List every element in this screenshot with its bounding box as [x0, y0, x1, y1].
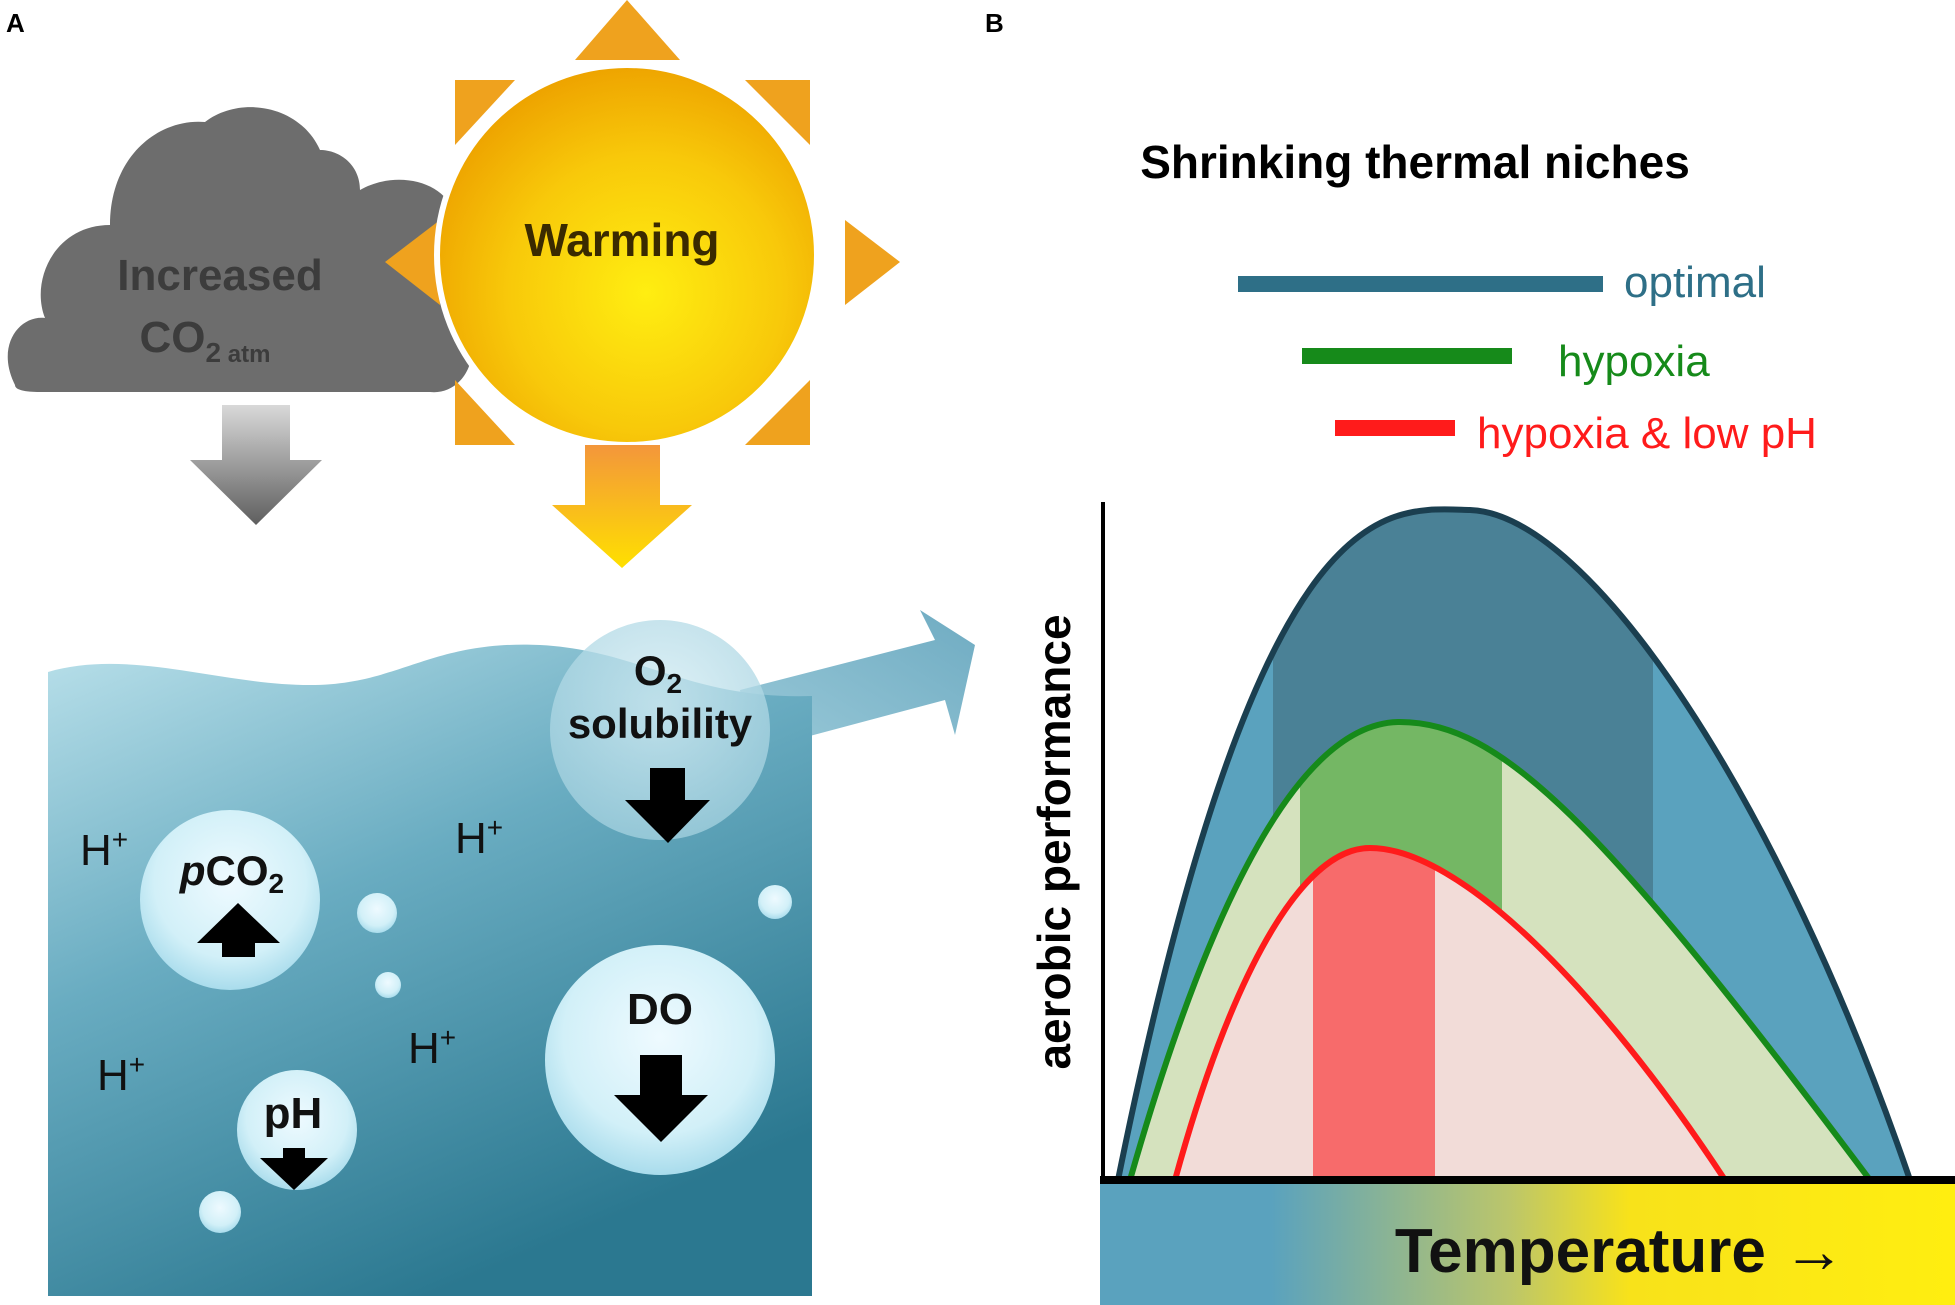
cloud-label-line1: Increased	[117, 251, 322, 300]
pco2-sub: 2	[269, 868, 285, 899]
o2-solubility-bubble	[550, 620, 770, 840]
panel-a-label: A	[6, 8, 25, 38]
small-bubble	[357, 893, 397, 933]
panel-b-label: B	[985, 8, 1004, 38]
o2-label: O2	[634, 647, 682, 699]
temperature-bar	[1100, 1184, 1955, 1305]
legend-label-hypoxia: hypoxia	[1558, 337, 1710, 386]
legend-label-low-ph: hypoxia & low pH	[1477, 409, 1817, 458]
orange-arrow-down-icon	[552, 445, 692, 568]
ph-down-arrow-icon	[260, 1148, 328, 1190]
o2-o: O	[634, 647, 667, 694]
legend-label-optimal: optimal	[1624, 258, 1766, 307]
small-bubble	[375, 972, 401, 998]
pco2-p: p	[179, 847, 206, 894]
cloud-co2: CO	[140, 313, 206, 362]
cloud-subatm: atm	[221, 341, 270, 368]
ph-label: pH	[264, 1089, 323, 1138]
do-down-arrow-icon	[614, 1055, 708, 1142]
hplus-label: H+	[455, 812, 503, 863]
pco2-label: pCO2	[179, 847, 284, 899]
low-ph-curve	[1172, 844, 1728, 1182]
small-bubble	[199, 1191, 241, 1233]
gray-arrow-down-icon	[190, 405, 322, 525]
cloud-label-line2: CO2 atm	[140, 313, 271, 368]
x-axis-label: Temperature →	[1395, 1217, 1845, 1286]
o2-down-arrow-icon	[625, 768, 710, 843]
hplus-label: H+	[97, 1049, 145, 1100]
pco2-co: CO	[206, 847, 269, 894]
cloud-sub2: 2	[206, 337, 222, 368]
panel-b-title: Shrinking thermal niches	[1140, 136, 1690, 188]
co2-cloud	[7, 107, 481, 393]
o2-sub: 2	[667, 668, 683, 699]
pco2-bubble	[140, 810, 320, 990]
y-axis-label: aerobic performance	[1028, 614, 1080, 1069]
hplus-label: H+	[408, 1022, 456, 1073]
hplus-label: H+	[80, 824, 128, 875]
sun-label: Warming	[524, 214, 719, 266]
sun-rays	[385, 0, 900, 445]
do-label: DO	[627, 985, 693, 1034]
small-bubble	[758, 885, 792, 919]
pco2-up-arrow-icon	[197, 903, 280, 957]
o2-solubility-label: solubility	[568, 700, 753, 747]
